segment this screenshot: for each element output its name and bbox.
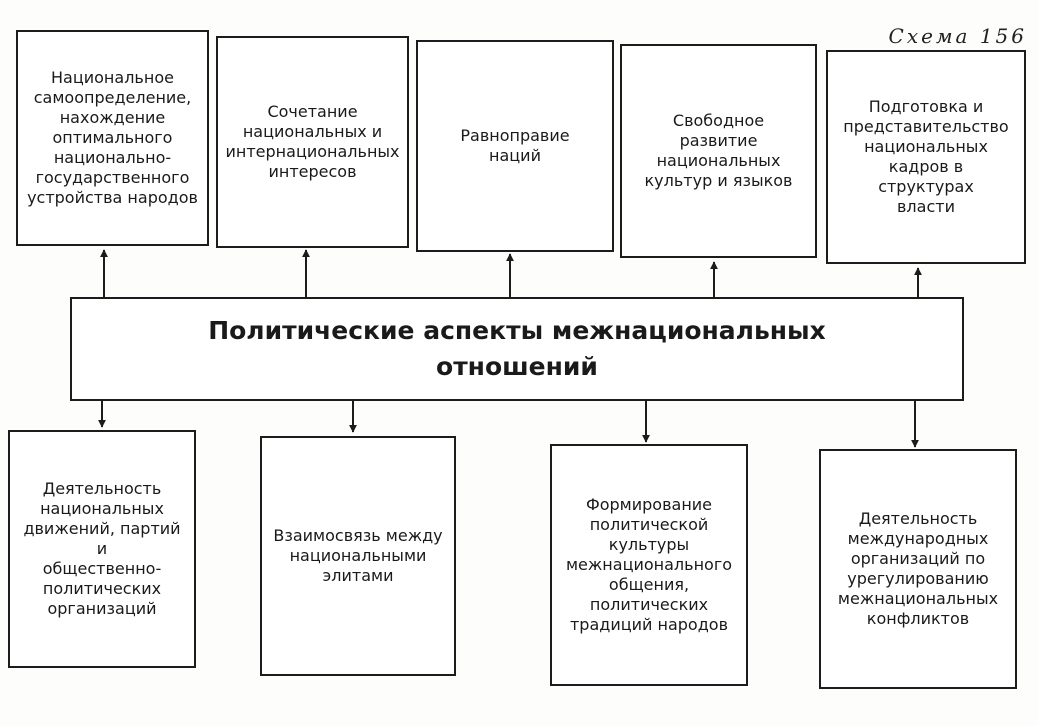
bottom-box-elites: Взаимосвязь между национальными элитами [260,436,456,676]
top-box-interests: Сочетание национальных и интернациональн… [216,36,409,248]
bottom-box-international-orgs: Деятельность международных организаций п… [819,449,1017,689]
bottom-box-4-text: Деятельность международных организаций п… [837,509,999,628]
top-box-national-cadres: Подготовка и представительство националь… [826,50,1026,264]
top-box-2-text: Сочетание национальных и интернациональн… [225,102,400,181]
central-topic-box: Политические аспекты межнациональных отн… [70,297,964,401]
bottom-box-movements-parties: Деятельность национальных движений, парт… [8,430,196,668]
scheme-caption: Схема 156 [888,24,1027,48]
bottom-box-1-text: Деятельность национальных движений, парт… [23,479,181,618]
top-box-5-text: Подготовка и представительство националь… [843,97,1009,216]
top-box-self-determination: Национальное самоопределение, нахождение… [16,30,209,246]
central-topic-text: Политические аспекты межнациональных отн… [208,316,826,381]
bottom-box-2-text: Взаимосвязь между национальными элитами [273,526,443,585]
top-box-3-text: Равноправие наций [460,126,570,165]
top-box-cultures-languages: Свободное развитие национальных культур … [620,44,817,258]
bottom-box-political-culture: Формирование политической культуры межна… [550,444,748,686]
top-box-4-text: Свободное развитие национальных культур … [644,111,793,190]
top-box-1-text: Национальное самоопределение, нахождение… [27,68,198,207]
top-box-equality: Равноправие наций [416,40,614,252]
bottom-box-3-text: Формирование политической культуры межна… [565,495,733,634]
